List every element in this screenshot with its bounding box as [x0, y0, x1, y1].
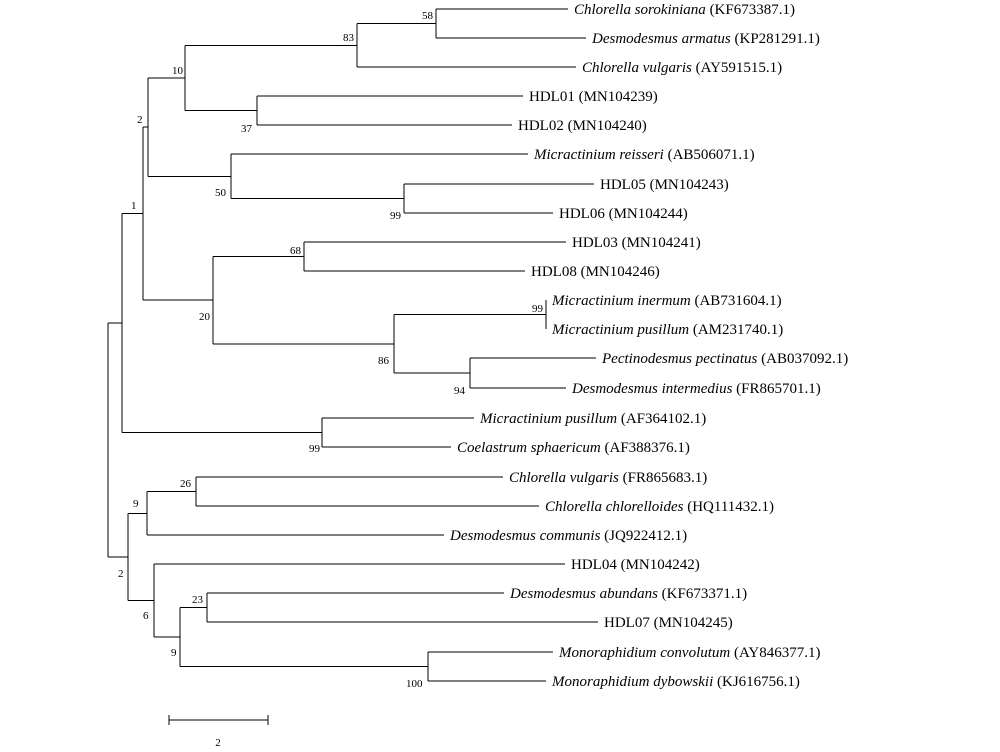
leaf-name: Chlorella sorokiniana — [574, 2, 706, 18]
bootstrap-value-n50: 50 — [215, 187, 227, 199]
leaf-accession: (KF673371.1) — [658, 586, 747, 602]
bootstrap-value-n99c: 99 — [309, 443, 321, 455]
leaf-name: Desmodesmus armatus — [591, 31, 731, 47]
leaf-name: Micractinium pusillum — [479, 411, 617, 427]
leaf-label-hdl06: HDL06 (MN104244) — [559, 206, 688, 222]
leaf-name: HDL08 — [531, 264, 577, 280]
bootstrap-value-n58: 58 — [422, 10, 434, 22]
leaf-label-des_abu: Desmodesmus abundans (KF673371.1) — [509, 586, 747, 602]
leaf-name: Pectinodesmus pectinatus — [601, 351, 758, 367]
leaf-label-mon_dyb: Monoraphidium dybowskii (KJ616756.1) — [551, 674, 800, 690]
leaf-name: HDL01 — [529, 89, 575, 105]
leaf-label-mic_pus2: Micractinium pusillum (AF364102.1) — [479, 411, 706, 427]
leaf-name: HDL06 — [559, 206, 605, 222]
leaf-accession: (MN104241) — [618, 235, 701, 251]
leaf-name: HDL05 — [600, 177, 646, 193]
leaf-accession: (AB506071.1) — [664, 147, 755, 163]
bootstrap-value-n26: 26 — [180, 478, 192, 490]
leaf-name: Monoraphidium convolutum — [558, 645, 730, 661]
bootstrap-value-n2b: 2 — [118, 568, 124, 580]
leaf-name: HDL03 — [572, 235, 618, 251]
leaf-name: Desmodesmus abundans — [509, 586, 658, 602]
bootstrap-value-n23: 23 — [192, 594, 204, 606]
leaf-label-chl_sor: Chlorella sorokiniana (KF673387.1) — [574, 2, 795, 18]
bootstrap-value-n37: 37 — [241, 123, 253, 135]
bootstrap-value-n9b: 9 — [171, 647, 177, 659]
bootstrap-value-n99a: 99 — [390, 210, 402, 222]
leaf-name: HDL07 — [604, 615, 650, 631]
leaf-label-hdl05: HDL05 (MN104243) — [600, 177, 729, 193]
leaf-name: Coelastrum sphaericum — [457, 440, 601, 456]
leaf-label-des_arm: Desmodesmus armatus (KP281291.1) — [591, 31, 820, 47]
leaf-accession: (KJ616756.1) — [713, 674, 800, 690]
leaf-accession: (AY846377.1) — [730, 645, 820, 661]
leaf-name: Micractinium reisseri — [533, 147, 664, 163]
leaf-label-chl_vul2: Chlorella vulgaris (FR865683.1) — [509, 470, 707, 486]
bootstrap-value-n9a: 9 — [133, 498, 139, 510]
leaf-label-hdl08: HDL08 (MN104246) — [531, 264, 660, 280]
leaf-accession: (MN104240) — [564, 118, 647, 134]
bootstrap-value-n1: 1 — [131, 200, 137, 212]
bootstrap-value-n6: 6 — [143, 610, 149, 622]
leaf-name: Monoraphidium dybowskii — [551, 674, 713, 690]
leaf-name: Desmodesmus intermedius — [571, 381, 733, 397]
leaf-accession: (MN104243) — [646, 177, 729, 193]
leaf-label-hdl01: HDL01 (MN104239) — [529, 89, 658, 105]
leaf-accession: (MN104244) — [605, 206, 688, 222]
bootstrap-value-n86: 86 — [378, 355, 390, 367]
bootstrap-value-n100: 100 — [406, 678, 423, 690]
bootstrap-value-n68: 68 — [290, 245, 302, 257]
scale-bar: 2 — [168, 715, 269, 749]
leaf-name: HDL04 — [571, 557, 617, 573]
bootstrap-value-n20: 20 — [199, 311, 211, 323]
bootstrap-value-n83: 83 — [343, 32, 355, 44]
leaf-accession: (MN104246) — [577, 264, 660, 280]
scale-bar-label: 2 — [215, 737, 221, 749]
leaf-label-chl_vul1: Chlorella vulgaris (AY591515.1) — [582, 60, 782, 76]
leaf-label-mic_pus1: Micractinium pusillum (AM231740.1) — [551, 322, 783, 338]
leaf-name: Chlorella vulgaris — [582, 60, 692, 76]
leaf-accession: (FR865701.1) — [732, 381, 820, 397]
leaf-label-hdl07: HDL07 (MN104245) — [604, 615, 733, 631]
leaf-label-chl_chl: Chlorella chlorelloides (HQ111432.1) — [545, 499, 774, 515]
leaf-name: Micractinium pusillum — [551, 322, 689, 338]
bootstrap-value-n99b: 99 — [532, 303, 544, 315]
leaf-accession: (AM231740.1) — [689, 322, 783, 338]
leaf-name: Chlorella vulgaris — [509, 470, 619, 486]
bootstrap-value-n94: 94 — [454, 385, 466, 397]
bootstrap-value-n2a: 2 — [137, 114, 143, 126]
leaf-label-mon_con: Monoraphidium convolutum (AY846377.1) — [558, 645, 821, 661]
leaf-name: Micractinium inermum — [551, 293, 691, 309]
leaf-name: HDL02 — [518, 118, 564, 134]
leaf-label-des_int: Desmodesmus intermedius (FR865701.1) — [571, 381, 821, 397]
leaf-label-coe_sph: Coelastrum sphaericum (AF388376.1) — [457, 440, 690, 456]
leaf-accession: (AB731604.1) — [691, 293, 782, 309]
leaf-label-hdl03: HDL03 (MN104241) — [572, 235, 701, 251]
leaf-label-des_com: Desmodesmus communis (JQ922412.1) — [449, 528, 687, 544]
tree-branches — [107, 8, 598, 682]
leaf-labels: Chlorella sorokiniana (KF673387.1) Desmod… — [449, 2, 848, 690]
leaf-accession: (HQ111432.1) — [683, 499, 774, 515]
leaf-accession: (FR865683.1) — [619, 470, 707, 486]
leaf-label-mic_ine: Micractinium inermum (AB731604.1) — [551, 293, 782, 309]
bootstrap-value-n10: 10 — [172, 65, 184, 77]
leaf-accession: (KP281291.1) — [731, 31, 820, 47]
leaf-name: Desmodesmus communis — [449, 528, 601, 544]
leaf-name: Chlorella chlorelloides — [545, 499, 684, 515]
leaf-label-hdl02: HDL02 (MN104240) — [518, 118, 647, 134]
leaf-accession: (MN104242) — [617, 557, 700, 573]
leaf-accession: (AY591515.1) — [692, 60, 782, 76]
leaf-accession: (MN104245) — [650, 615, 733, 631]
leaf-accession: (AF388376.1) — [601, 440, 690, 456]
leaf-label-mic_rei: Micractinium reisseri (AB506071.1) — [533, 147, 755, 163]
leaf-accession: (MN104239) — [575, 89, 658, 105]
leaf-label-hdl04: HDL04 (MN104242) — [571, 557, 700, 573]
leaf-accession: (AB037092.1) — [757, 351, 848, 367]
leaf-accession: (AF364102.1) — [617, 411, 706, 427]
leaf-accession: (JQ922412.1) — [600, 528, 687, 544]
leaf-label-pec_pec: Pectinodesmus pectinatus (AB037092.1) — [601, 351, 848, 367]
leaf-accession: (KF673387.1) — [706, 2, 795, 18]
